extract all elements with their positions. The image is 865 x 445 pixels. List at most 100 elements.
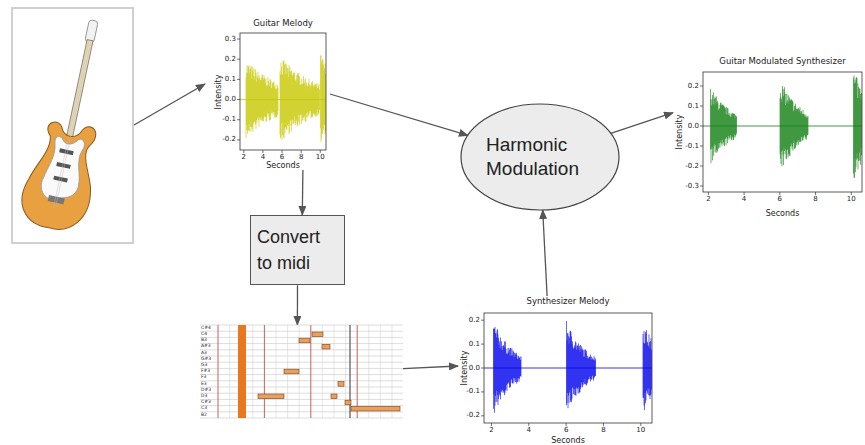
note-bar <box>312 332 323 337</box>
tick-label: 0.1 <box>688 103 699 110</box>
connector-arrow <box>543 210 547 296</box>
waveform <box>494 321 652 413</box>
tick-mark <box>851 192 852 195</box>
connector-arrow <box>330 94 468 135</box>
note-name: D3 <box>201 394 207 399</box>
tick-mark <box>237 79 240 80</box>
note-bar <box>345 400 351 405</box>
note-name: G3 <box>201 363 207 368</box>
node-label: Convert to midi <box>257 224 338 276</box>
tick-label: 0.0 <box>688 123 699 130</box>
note-name: B2 <box>201 413 207 418</box>
tick-mark <box>708 192 709 195</box>
tick-mark <box>237 99 240 100</box>
guitar-illustration <box>12 8 133 243</box>
tick-mark <box>481 415 484 416</box>
piano-roll-grid <box>200 325 403 418</box>
tick-label: -0.2 <box>466 412 480 419</box>
tick-mark <box>237 119 240 120</box>
note-name: C#3 <box>201 400 211 405</box>
input-arrow <box>134 84 205 125</box>
node-label: Harmonic Modulation <box>486 133 598 181</box>
axis-label: Seconds <box>703 209 862 218</box>
note-name: A3 <box>201 351 207 356</box>
tick-mark <box>301 150 302 153</box>
tick-label: 4 <box>742 196 746 203</box>
tick-mark <box>262 150 263 153</box>
plot-title: Guitar Melody <box>240 18 326 28</box>
connector-arrow <box>297 285 298 325</box>
tick-label: -0.1 <box>685 143 699 150</box>
note-name: F3 <box>201 375 206 380</box>
axis-label: Intensity <box>675 115 684 150</box>
tick-mark <box>237 59 240 60</box>
tick-mark <box>237 139 240 140</box>
tick-mark <box>700 166 703 167</box>
process-ellipse: Harmonic Modulation <box>460 103 620 211</box>
tick-label: 0.2 <box>469 317 480 324</box>
tick-mark <box>566 423 567 426</box>
plot-title: Guitar Modulated Synthesizer <box>703 56 862 66</box>
note-name: A#3 <box>201 344 211 349</box>
tick-label: 8 <box>813 196 817 203</box>
note-name: F#3 <box>201 369 210 374</box>
tick-mark <box>700 146 703 147</box>
note-name: C4 <box>201 332 207 337</box>
note-name: G#3 <box>201 357 211 362</box>
tick-mark <box>481 320 484 321</box>
tick-label: 4 <box>527 427 531 434</box>
note-name: B3 <box>201 338 207 343</box>
axes-frame <box>240 33 326 150</box>
tick-mark <box>237 39 240 40</box>
waveform <box>246 55 326 142</box>
tick-label: 6 <box>280 154 284 161</box>
tick-mark <box>282 150 283 153</box>
tick-mark <box>481 344 484 345</box>
tick-label: 0.1 <box>225 76 236 83</box>
note-bar <box>322 344 330 349</box>
tick-mark <box>779 192 780 195</box>
tick-mark <box>700 126 703 127</box>
note-name: E3 <box>201 382 207 387</box>
tick-label: 10 <box>636 427 645 434</box>
note-bar <box>258 394 284 399</box>
tick-label: 0.2 <box>225 56 236 63</box>
axis-label: Seconds <box>240 161 326 170</box>
plot-panel: Guitar Modulated SynthesizerIntensitySec… <box>673 56 865 218</box>
axes-frame <box>484 313 652 423</box>
tick-label: -0.1 <box>222 116 236 123</box>
connector-arrow <box>611 113 673 134</box>
note-bar <box>338 382 344 387</box>
tick-label: -0.3 <box>685 183 699 190</box>
tick-label: 6 <box>778 196 782 203</box>
waveform-axes <box>458 296 656 445</box>
waveform-axes <box>673 56 865 218</box>
connector-arrow <box>403 366 458 369</box>
plot-panel: Synthesizer MelodyIntensitySeconds <box>458 296 656 445</box>
note-name: C3 <box>201 406 207 411</box>
tick-label: -0.1 <box>466 388 480 395</box>
waveform <box>711 75 862 178</box>
axis-label: Seconds <box>484 436 652 445</box>
tick-mark <box>481 368 484 369</box>
note-bar <box>331 394 337 399</box>
tick-mark <box>640 423 641 426</box>
tick-label: 2 <box>242 154 246 161</box>
tick-label: 0.3 <box>225 36 236 43</box>
tick-mark <box>744 192 745 195</box>
plot-title: Synthesizer Melody <box>484 296 652 306</box>
tick-label: -0.2 <box>685 163 699 170</box>
tick-label: 0.1 <box>469 341 480 348</box>
axis-label: Intensity <box>460 351 469 386</box>
tick-mark <box>320 150 321 153</box>
tick-label: 4 <box>261 154 265 161</box>
key-bar <box>238 325 246 418</box>
tick-mark <box>528 423 529 426</box>
tick-mark <box>700 106 703 107</box>
tick-label: 10 <box>847 196 856 203</box>
tick-mark <box>603 423 604 426</box>
note-bar <box>284 369 299 374</box>
tick-mark <box>700 86 703 87</box>
connector-arrow <box>302 170 304 215</box>
note-name: C#4 <box>201 326 211 331</box>
